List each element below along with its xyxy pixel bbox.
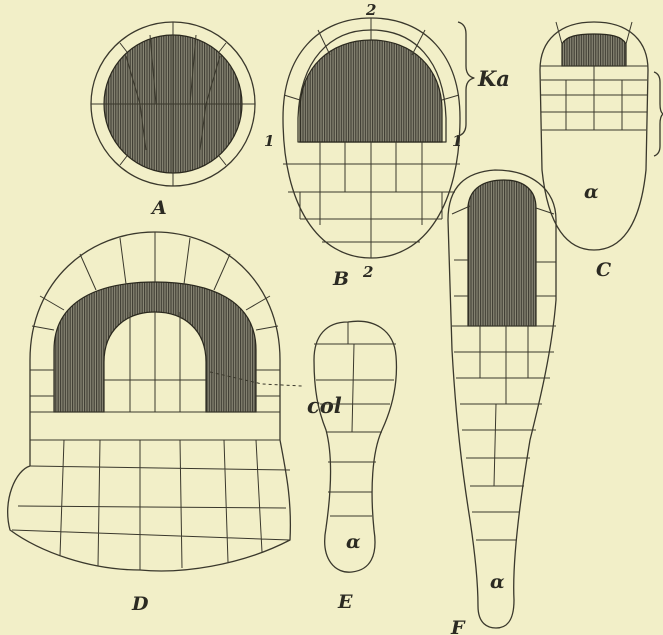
figure-label-c: C	[596, 259, 611, 281]
figure-c-alpha-label: α	[584, 181, 599, 203]
figure-a	[91, 22, 255, 186]
figure-b-division-label-top: 2	[365, 1, 376, 19]
figure-b-inner-tissue	[300, 40, 442, 142]
figure-label-e: E	[337, 591, 353, 613]
figure-c-brace	[654, 72, 663, 156]
figure-f-alpha-label: α	[490, 571, 505, 593]
figure-label-d: D	[131, 593, 149, 615]
figure-label-f: F	[450, 617, 466, 635]
figure-b-division-label-left: 1	[264, 132, 274, 150]
figure-b	[283, 18, 460, 258]
col-label: col	[307, 393, 342, 418]
figure-d	[8, 232, 291, 571]
figure-f-inner-tissue	[468, 180, 536, 326]
figure-label-b: B	[332, 268, 349, 290]
figure-e-alpha-label: α	[346, 531, 361, 553]
ka-label: Ka	[477, 66, 510, 91]
figure-label-a: A	[150, 197, 167, 219]
figure-f	[448, 170, 556, 628]
figure-b-division-label-bottom: 2	[362, 263, 373, 281]
figure-c-inner-tissue	[562, 34, 626, 66]
